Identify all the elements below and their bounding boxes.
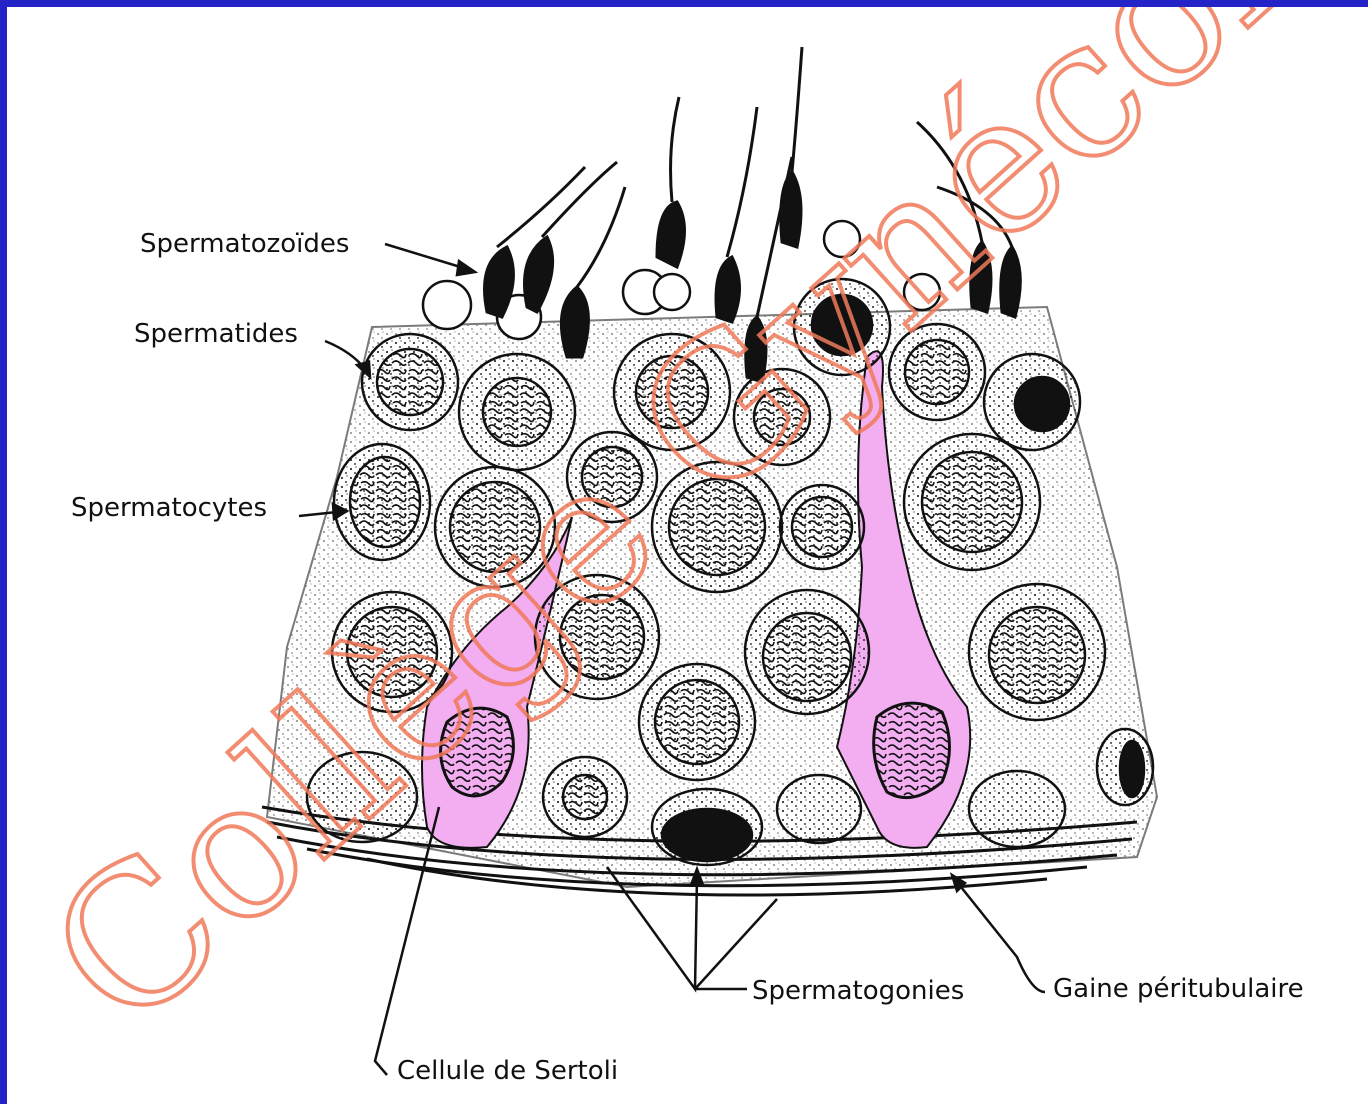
label-spermatocytes: Spermatocytes: [71, 493, 267, 523]
watermark: Collège Gynécologie C: [9, 7, 1368, 1070]
label-cellule-de-sertoli: Cellule de Sertoli: [397, 1056, 618, 1086]
seminiferous-epithelium-diagram: Spermatozoïdes Spermatides Spermatocytes…: [7, 7, 1368, 1104]
figure-frame: Spermatozoïdes Spermatides Spermatocytes…: [7, 7, 1368, 1104]
label-spermatides: Spermatides: [134, 319, 298, 349]
sertoli-nucleus-right: [874, 703, 950, 798]
label-gaine-peritubulaire: Gaine péritubulaire: [1053, 974, 1304, 1004]
label-spermatogonies: Spermatogonies: [752, 976, 964, 1006]
label-spermatozoides: Spermatozoïdes: [140, 229, 349, 259]
